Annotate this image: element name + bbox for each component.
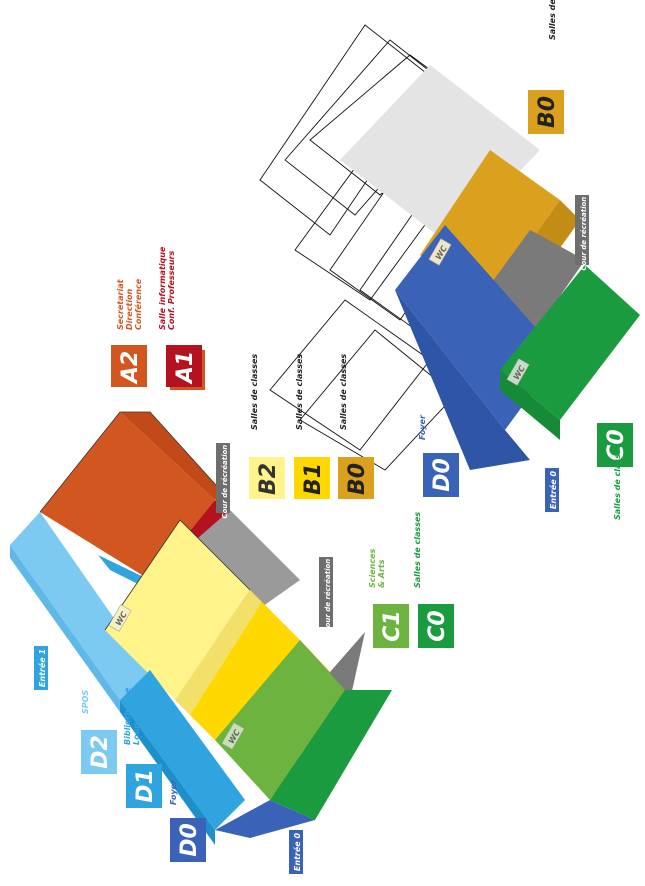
- wing-d2-top: [10, 512, 150, 700]
- entree1-tag-bg: [34, 646, 48, 690]
- label-b1: Salles de classes: [295, 354, 304, 430]
- label-c0-right: Salles de classes: [613, 444, 622, 520]
- right-block-c0-top: [500, 265, 640, 420]
- badge-c1-bg: [373, 604, 409, 648]
- cour1-tag-bg: [216, 443, 230, 513]
- entree0-left-tag: Entrée 0: [292, 833, 302, 872]
- badge-d1-bg: [126, 764, 162, 808]
- wc-badge-4: [506, 358, 530, 386]
- badge-b0-right-bg: [528, 90, 564, 134]
- right-wing-d0-lower: [395, 290, 530, 470]
- block-c1: [215, 640, 345, 800]
- wing-d2-side: [10, 545, 120, 712]
- label-d0: Foyer: [169, 779, 178, 805]
- block-d0: [215, 800, 315, 838]
- badge-d0-right-bg: [423, 453, 459, 497]
- label-a2: SecretariatDirectionConférence: [116, 278, 143, 330]
- label-d1: BibliothèqueLounge: [122, 687, 141, 745]
- label-d0-right: Foyer: [418, 414, 427, 440]
- label-a1: Salle informatiqueConf. Professeurs: [158, 246, 176, 330]
- right-block-c0-front: [500, 370, 560, 440]
- badge-b2-bg: [249, 457, 285, 499]
- entree1-tag: Entrée 1: [37, 649, 47, 687]
- tags: Entrée 1 Entrée 0 Entrée 0 Cour de récré…: [34, 189, 589, 874]
- block-b1: [190, 602, 300, 750]
- badge-a2-label: A2: [118, 351, 143, 385]
- entree0-right-tag-bg: [545, 468, 559, 512]
- left-building: WC WC: [10, 411, 392, 845]
- wing-d1: [120, 670, 245, 830]
- badge-d2-label: D2: [88, 735, 113, 769]
- label-c0: Salles de classes: [413, 512, 422, 588]
- badge-c0-right-label: C0: [604, 429, 629, 460]
- left-building-edge-2: [104, 519, 251, 631]
- badge-b0-label: B0: [345, 463, 370, 495]
- cour2-right-tag-bg: [575, 195, 589, 265]
- label-c1: Sciences& Arts: [368, 548, 386, 588]
- block-b2-side: [175, 590, 262, 715]
- badge-c1-label: C1: [380, 610, 405, 641]
- badge-a1-label: A1: [173, 351, 198, 385]
- cour2-left-tag-bg: [319, 557, 333, 627]
- wc-badge-1: [108, 604, 132, 632]
- badge-c0-label: C0: [425, 610, 450, 641]
- description-layer: SecretariatDirectionConférence Salle info…: [81, 0, 622, 805]
- left-building-edges: [39, 411, 226, 513]
- label-d2: SPOS: [81, 690, 90, 714]
- badge-d1-label: D1: [133, 769, 158, 803]
- badge-b1-label: B1: [301, 463, 326, 495]
- label-b2: Salles de classes: [250, 354, 259, 430]
- label-b0-right: Salles de classes: [548, 0, 557, 40]
- right-building: WC WC: [259, 24, 640, 471]
- badge-b1-bg: [294, 457, 330, 499]
- entree0-left-tag-bg: [289, 830, 303, 874]
- badge-b0-right-label: B0: [535, 96, 560, 128]
- badge-b2-label: B2: [256, 463, 281, 495]
- badge-c0-right-bg: [597, 423, 633, 467]
- wc-badge-3: [428, 238, 452, 266]
- block-a2-right: [120, 412, 225, 500]
- entree0-right-tag: Entrée 0: [548, 471, 558, 510]
- label-b0: Salles de classes: [339, 354, 348, 430]
- block-b2-top: [105, 520, 250, 700]
- badge-d0-label: D0: [177, 823, 202, 857]
- wing-d1-side: [120, 700, 215, 845]
- wc-badge-2: [221, 722, 245, 750]
- badge-d0-bg: [170, 818, 206, 862]
- badge-c0-bg: [418, 604, 454, 648]
- badge-d0-right-label: D0: [430, 458, 455, 492]
- badge-d2-bg: [81, 730, 117, 774]
- cour2-right-tag: Cour de récréation 2: [580, 189, 588, 270]
- badge-b0-bg: [338, 457, 374, 499]
- badge-a1-bg: [166, 345, 202, 387]
- cour1-tag: Cour de récréation 1: [221, 437, 229, 518]
- badge-a2-bg: [111, 345, 147, 387]
- cour2-left-tag: Cour de récréation 2: [324, 551, 332, 632]
- block-c0: [270, 690, 392, 820]
